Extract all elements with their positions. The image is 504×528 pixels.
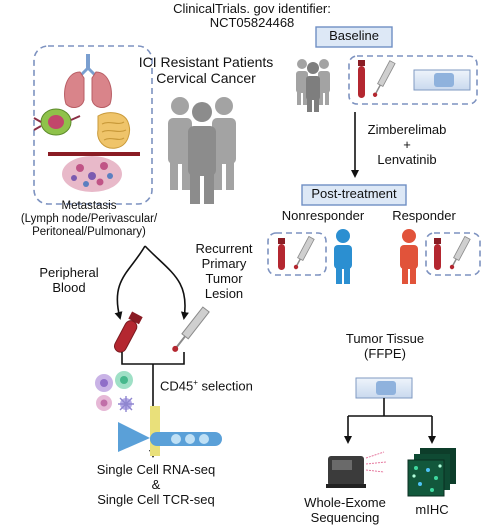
merge-bracket: [121, 352, 185, 365]
biopsy-needle-icon: [293, 235, 315, 270]
baseline-box: [315, 26, 393, 48]
biopsy-needle-icon: [449, 235, 471, 270]
lesion-label-line3: Tumor: [205, 271, 243, 286]
peritoneum-icon: [97, 112, 130, 149]
trial-identifier-label: ClinicalTrials. gov identifier:: [173, 1, 331, 16]
slide-icon: [413, 69, 471, 91]
scrna-amp: &: [151, 477, 161, 492]
metastasis-sites-line2: Peritoneal/Pulmonary): [32, 226, 146, 238]
nonresponder-person-icon: [334, 229, 352, 284]
biopsy-needle-icon: [372, 60, 396, 97]
peripheral-blood-label-line2: Blood: [52, 280, 86, 295]
branch-lines: [348, 398, 432, 417]
drug-plus: +: [403, 137, 411, 152]
responder-label: Responder: [392, 208, 456, 223]
peripheral-blood-label: Peripheral: [39, 265, 99, 280]
blood-tube-icon: [113, 311, 143, 353]
drug-label-line2: Lenvatinib: [377, 152, 437, 167]
lung-icon: [64, 54, 112, 108]
sequencer-icon: [326, 451, 387, 488]
lesion-label: Recurrent: [195, 241, 253, 256]
mihc-label: mIHC: [415, 502, 449, 517]
scrna-label: Single Cell RNA-seq: [96, 462, 216, 477]
metastasis-title: Metastasis: [61, 200, 117, 212]
cohort-label-line2: Cervical Cancer: [156, 70, 256, 86]
nonresponder-samples-box: [267, 232, 327, 276]
drug-label: Zimberelimab: [367, 122, 447, 137]
blood-tube-icon: [278, 238, 285, 270]
lesion-label-line2: Primary: [201, 256, 247, 271]
baseline-samples-box: [348, 55, 478, 105]
lymph-node-icon: [33, 108, 81, 136]
nonresponder-label: Nonresponder: [281, 208, 365, 223]
mihc-icon: [407, 448, 456, 497]
split-curve: [114, 245, 146, 320]
vessel-icon: [48, 152, 140, 192]
tissue-label: Tumor Tissue: [345, 331, 425, 346]
post-treatment-label: Post-treatment: [311, 186, 397, 201]
blood-tube-icon: [358, 60, 365, 98]
slide-icon: [355, 377, 413, 399]
wes-label: Whole-Exome: [304, 495, 386, 510]
baseline-label: Baseline: [329, 28, 379, 43]
sctcr-label: Single Cell TCR-seq: [97, 492, 215, 507]
patients-icon: [168, 97, 236, 204]
cells-icon: [95, 371, 134, 412]
biopsy-needle-icon: [172, 306, 210, 352]
post-treatment-box: [301, 184, 407, 206]
responder-samples-box: [425, 232, 481, 276]
cohort-label: ICI Resistant Patients: [138, 54, 274, 70]
blood-tube-icon: [434, 238, 441, 270]
tissue-label-line2: (FFPE): [364, 346, 406, 361]
trial-identifier-number: NCT05824468: [209, 15, 295, 30]
patients-icon: [296, 59, 330, 112]
metastasis-sites: (Lymph node/Perivascular/: [20, 213, 158, 225]
wes-label-line2: Sequencing: [310, 510, 380, 525]
lesion-label-line4: Lesion: [204, 286, 244, 301]
selection-label: CD45+ selection: [160, 378, 253, 394]
chip-icon: [118, 406, 222, 456]
responder-person-icon: [400, 229, 418, 284]
split-curve: [144, 245, 189, 320]
metastasis-box: [33, 45, 153, 205]
